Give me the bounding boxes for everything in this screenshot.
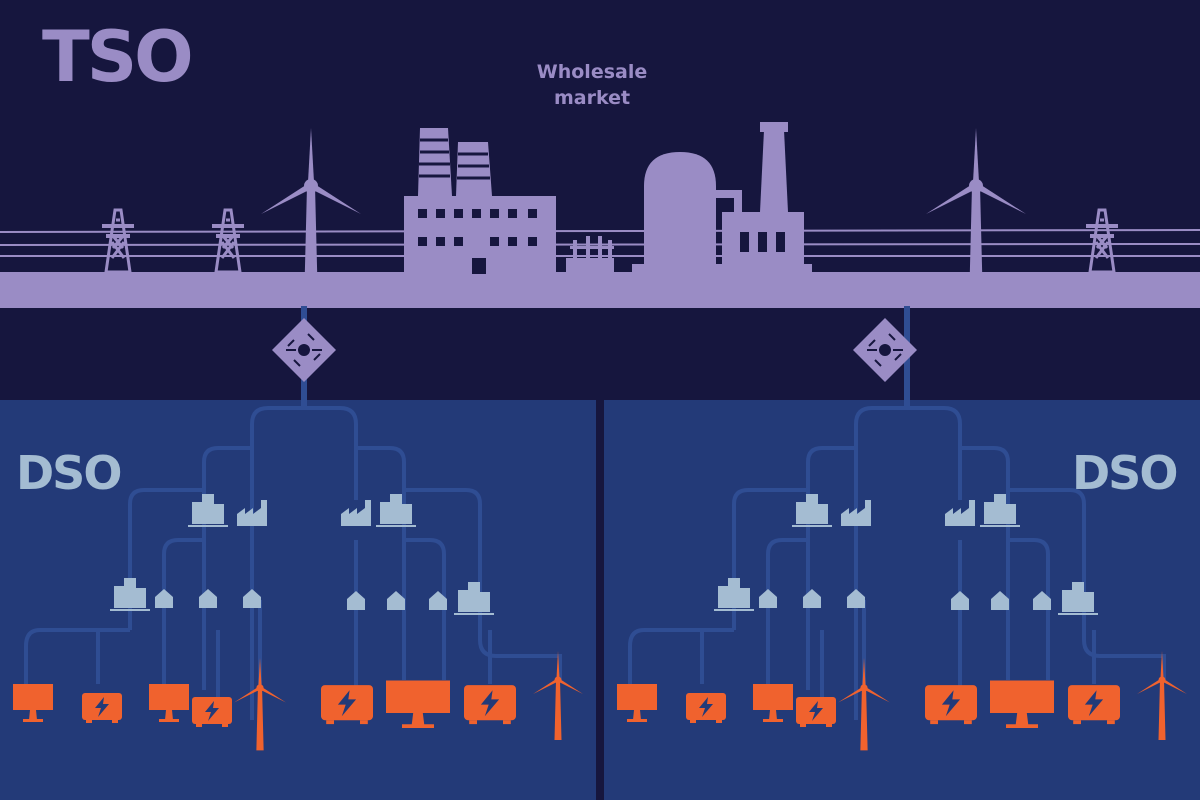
- gas-plant-icon: [632, 122, 812, 274]
- wholesale-market-text: Wholesale market: [536, 61, 648, 109]
- dso-right-label: DSO: [1072, 446, 1178, 500]
- battery-icon: [192, 697, 232, 727]
- dso-left-region: [0, 400, 596, 800]
- battery-icon: [464, 685, 516, 725]
- substation-icon: [566, 236, 614, 274]
- battery-icon: [82, 693, 122, 723]
- battery-icon: [686, 693, 726, 723]
- distribution-tree-right: [628, 406, 1166, 720]
- wholesale-market-label: Wholesale market: [512, 59, 672, 111]
- dso-left-label: DSO: [16, 446, 122, 500]
- dso-right-region: [604, 400, 1200, 800]
- battery-icon: [321, 685, 373, 725]
- battery-icon: [1068, 685, 1120, 725]
- power-plant-icon: [404, 128, 556, 276]
- battery-icon: [925, 685, 977, 725]
- battery-icon: [796, 697, 836, 727]
- tso-label: TSO: [42, 16, 194, 98]
- transmission-grid-bar: [0, 272, 1200, 308]
